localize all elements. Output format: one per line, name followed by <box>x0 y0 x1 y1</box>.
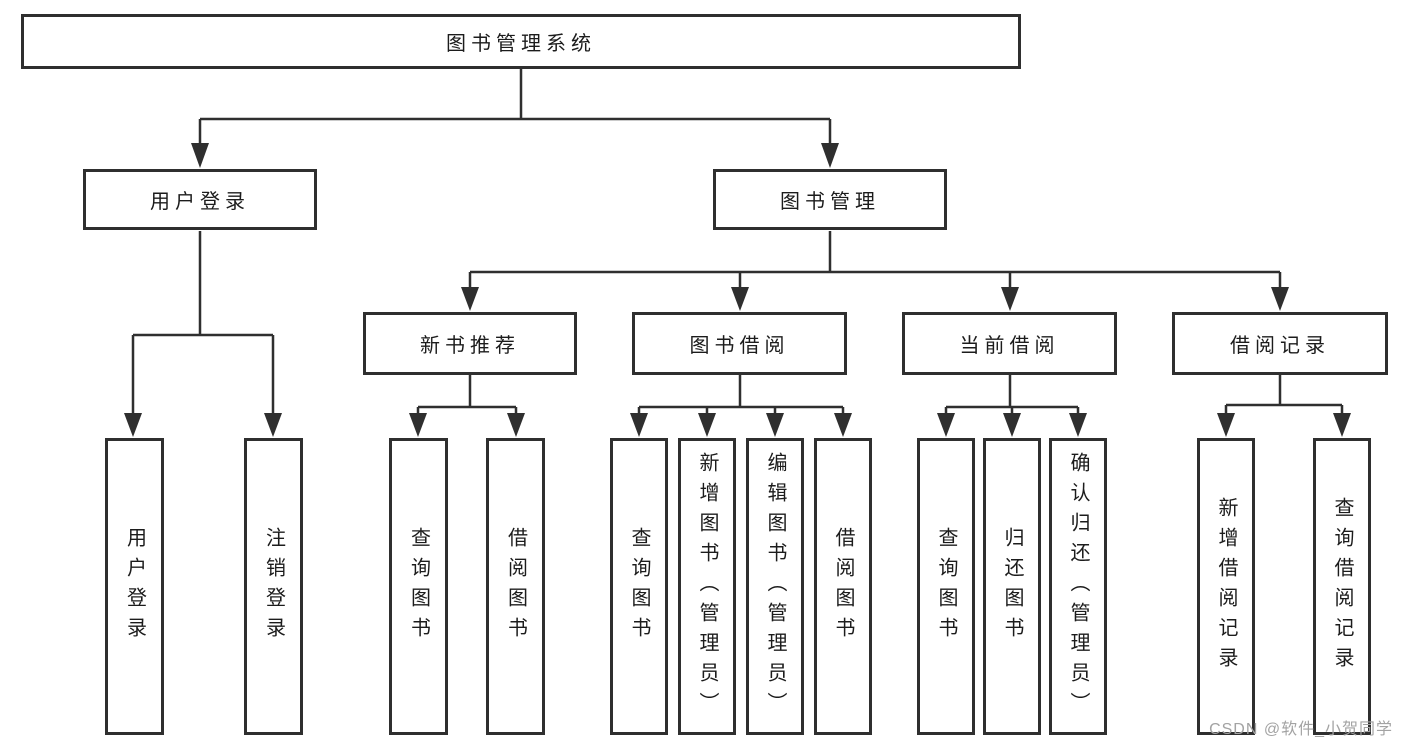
node-root-label: 图书管理系统 <box>446 33 596 55</box>
leaf-br-query: 查询借阅记录 <box>1313 438 1371 735</box>
connector-root-to-level2 <box>198 69 832 144</box>
arrowhead <box>507 413 525 437</box>
connector-currentborrow-to-leaves <box>944 375 1080 414</box>
leaf-bb-borrow: 借阅图书 <box>814 438 872 735</box>
leaf-bb-query: 查询图书 <box>610 438 668 735</box>
leaf-nbr-query-label: 查询图书 <box>407 526 430 647</box>
leaf-user-login: 用户登录 <box>105 438 164 735</box>
node-user-login: 用户登录 <box>83 169 317 230</box>
leaf-bb-edit-label: 编辑图书（管理员） <box>764 451 786 722</box>
arrowhead <box>461 287 479 311</box>
node-new-book-rec-label: 新书推荐 <box>420 335 520 357</box>
leaf-user-login-label: 用户登录 <box>123 526 146 647</box>
connector-bookmgmt-to-level3 <box>468 231 1282 288</box>
arrowhead <box>1001 287 1019 311</box>
leaf-bb-edit: 编辑图书（管理员） <box>746 438 804 735</box>
node-borrow-record-label: 借阅记录 <box>1230 335 1330 357</box>
arrowhead <box>1069 413 1087 437</box>
node-book-borrow-label: 图书借阅 <box>689 335 790 357</box>
leaf-br-add-label: 新增借阅记录 <box>1215 496 1237 677</box>
node-root: 图书管理系统 <box>21 14 1021 69</box>
node-borrow-record: 借阅记录 <box>1172 312 1388 375</box>
leaf-logout-label: 注销登录 <box>262 526 285 647</box>
arrowhead <box>630 413 648 437</box>
arrowhead <box>937 413 955 437</box>
leaf-cb-confirm-label: 确认归还（管理员） <box>1067 451 1089 722</box>
node-book-borrow: 图书借阅 <box>632 312 847 375</box>
node-new-book-rec: 新书推荐 <box>363 312 577 375</box>
leaf-cb-return-label: 归还图书 <box>1001 526 1023 647</box>
arrowhead <box>1333 413 1351 437</box>
leaf-nbr-query: 查询图书 <box>389 438 448 735</box>
node-user-login-label: 用户登录 <box>150 191 250 213</box>
arrowhead <box>766 413 784 437</box>
node-book-mgmt-label: 图书管理 <box>780 191 880 213</box>
arrowhead <box>1271 287 1289 311</box>
leaf-cb-query: 查询图书 <box>917 438 975 735</box>
arrowhead <box>834 413 852 437</box>
arrowhead <box>409 413 427 437</box>
arrowhead <box>1217 413 1235 437</box>
node-book-mgmt: 图书管理 <box>713 169 947 230</box>
arrowheads <box>124 143 1351 437</box>
leaf-br-query-label: 查询借阅记录 <box>1331 496 1353 677</box>
arrowhead <box>821 143 839 168</box>
arrowhead <box>731 287 749 311</box>
arrowhead <box>191 143 209 168</box>
connector-userlogin-to-leaves <box>131 231 275 414</box>
leaf-br-add: 新增借阅记录 <box>1197 438 1255 735</box>
leaf-nbr-borrow-label: 借阅图书 <box>504 526 527 647</box>
connector-borrowrecord-to-leaves <box>1224 375 1344 414</box>
leaf-bb-borrow-label: 借阅图书 <box>832 526 854 647</box>
watermark: CSDN @软件_小贺同学 <box>1209 721 1393 738</box>
leaf-cb-query-label: 查询图书 <box>935 526 957 647</box>
connector-bookborrow-to-leaves <box>637 375 845 414</box>
arrowhead <box>1003 413 1021 437</box>
arrowhead <box>124 413 142 437</box>
leaf-logout: 注销登录 <box>244 438 303 735</box>
leaf-bb-query-label: 查询图书 <box>628 526 650 647</box>
connector-newbookrec-to-leaves <box>416 375 518 414</box>
node-current-borrow-label: 当前借阅 <box>959 335 1060 357</box>
arrowhead <box>264 413 282 437</box>
node-current-borrow: 当前借阅 <box>902 312 1117 375</box>
leaf-cb-return: 归还图书 <box>983 438 1041 735</box>
leaf-bb-add-label: 新增图书（管理员） <box>696 451 718 722</box>
leaf-cb-confirm: 确认归还（管理员） <box>1049 438 1107 735</box>
leaf-bb-add: 新增图书（管理员） <box>678 438 736 735</box>
leaf-nbr-borrow: 借阅图书 <box>486 438 545 735</box>
arrowhead <box>698 413 716 437</box>
